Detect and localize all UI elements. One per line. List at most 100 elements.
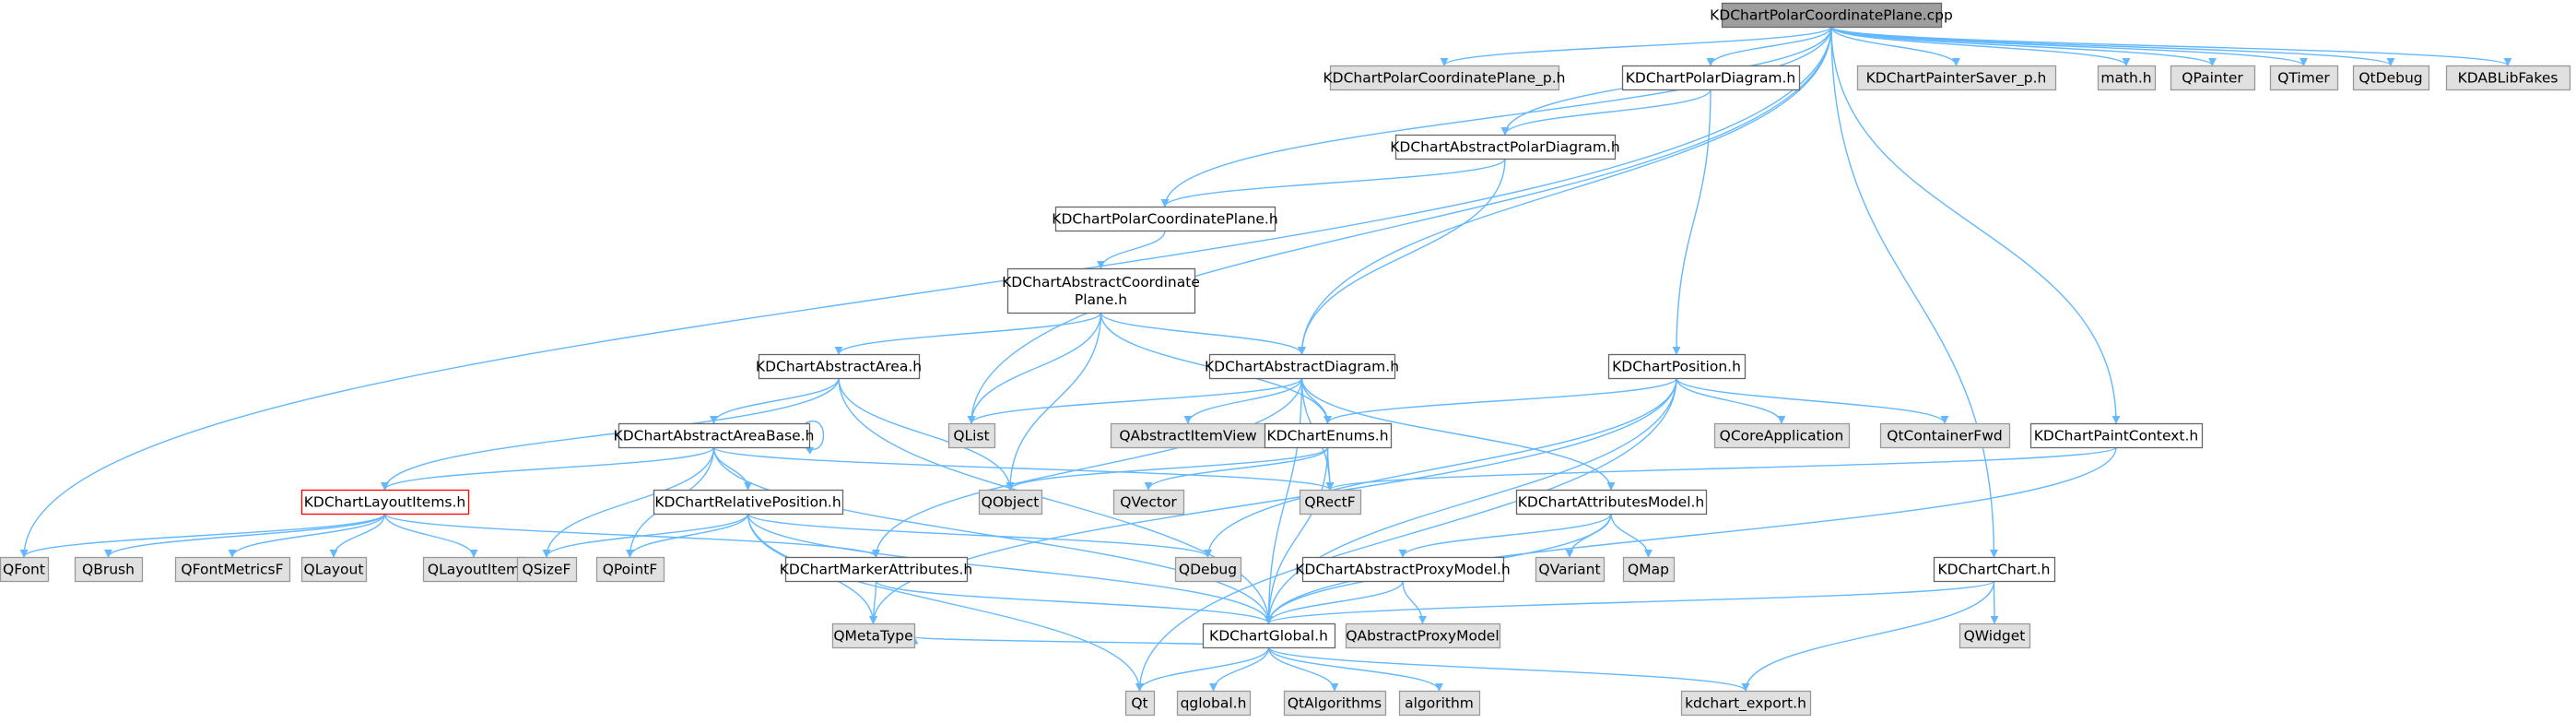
node-label-relpos: KDChartRelativePosition.h <box>654 494 841 511</box>
node-label-qcoreapp: QCoreApplication <box>1720 428 1844 444</box>
node-qvector: QVector <box>1112 489 1185 516</box>
node-label-absarea: KDChartAbstractArea.h <box>756 359 922 375</box>
edge-absarea-to-global <box>838 377 1273 624</box>
node-box-polarplane <box>1054 206 1276 232</box>
edge-global-to-algorithm <box>1267 646 1443 692</box>
edge-layoutitems-to-qfont <box>19 513 386 558</box>
edge-relpos-to-qt <box>747 513 1144 692</box>
edge-areabase-to-areabase <box>805 421 825 455</box>
edge-root-to-chart <box>1830 26 1998 558</box>
node-kdab: KDABLibFakes <box>2445 65 2571 91</box>
node-box-kdab <box>2445 65 2571 91</box>
node-absdiag[interactable]: KDChartAbstractDiagram.h <box>1205 353 1399 380</box>
node-kdexport: kdchart_export.h <box>1680 690 1812 717</box>
node-label-cpp_p: KDChartPolarCoordinatePlane_p.h <box>1323 70 1566 88</box>
node-root[interactable]: KDChartPolarCoordinatePlane.cpp <box>1710 2 1953 29</box>
node-label-qtcontfwd: QtContainerFwd <box>1887 428 2002 444</box>
node-qt: Qt <box>1124 690 1156 717</box>
edge-attrmodel-to-absproxy <box>1398 513 1612 558</box>
edge-polardiag-to-position <box>1672 89 1711 355</box>
node-qtalg: QtAlgorithms <box>1283 690 1387 717</box>
node-box-saver <box>1856 65 2057 91</box>
node-label-qlayoutitem: QLayoutItem <box>428 562 520 578</box>
node-label-qapm: QAbstractProxyModel <box>1346 628 1499 645</box>
edge-root-to-absdiag <box>1298 26 1832 355</box>
node-label-qfont: QFont <box>3 562 45 578</box>
node-label-global: KDChartGlobal.h <box>1209 628 1328 645</box>
node-label-position: KDChartPosition.h <box>1612 359 1741 375</box>
node-markerattr[interactable]: KDChartMarkerAttributes.h <box>780 556 973 583</box>
node-areabase[interactable]: KDChartAbstractAreaBase.h <box>614 422 815 449</box>
node-label-qlayout: QLayout <box>304 562 364 578</box>
edge-absdiag-to-qlist <box>967 377 1303 424</box>
node-abspolar[interactable]: KDChartAbstractPolarDiagram.h <box>1390 134 1620 160</box>
edge-layoutitems-to-qlayoutitem <box>383 513 478 558</box>
node-box-qpointf <box>595 556 665 583</box>
edge-global-to-qt <box>1135 646 1270 692</box>
edge-chart-to-qwidget <box>1990 580 1999 624</box>
edge-layoutitems-to-qfmf <box>228 513 386 558</box>
node-absarea[interactable]: KDChartAbstractArea.h <box>756 353 922 380</box>
edge-layoutitems-to-qlayout <box>329 513 386 558</box>
edge-enums-to-qobject <box>1006 446 1329 491</box>
node-qpointf: QPointF <box>595 556 665 583</box>
node-qobject: QObject <box>978 489 1043 516</box>
edge-absarea-to-qobject <box>838 377 1015 491</box>
node-box-enums <box>1264 422 1393 449</box>
edge-markerattr-to-global <box>875 580 1273 624</box>
node-box-qrectf <box>1299 489 1362 516</box>
node-qwidget: QWidget <box>1958 622 2031 649</box>
node-layoutitems[interactable]: KDChartLayoutItems.h <box>300 489 470 516</box>
edge-enums-to-global <box>1264 446 1329 624</box>
node-qtdebug: QtDebug <box>2352 65 2430 91</box>
node-label-kdexport: kdchart_export.h <box>1685 695 1806 713</box>
edge-root-to-saver <box>1830 26 1960 66</box>
edge-relpos-to-qpointf <box>626 513 749 558</box>
node-box-position <box>1607 353 1747 380</box>
node-label-qsizef: QSizeF <box>523 562 571 578</box>
node-chart[interactable]: KDChartChart.h <box>1933 556 2056 583</box>
node-position[interactable]: KDChartPosition.h <box>1607 353 1747 380</box>
node-polardiag[interactable]: KDChartPolarDiagram.h <box>1621 65 1801 91</box>
node-box-qapm <box>1345 622 1501 649</box>
node-math: math.h <box>2097 65 2157 91</box>
node-label-qmap: QMap <box>1628 562 1669 578</box>
edge-paintctx-to-global <box>1264 446 2117 624</box>
node-box-qmetatype <box>831 622 916 649</box>
node-box-qglobal <box>1176 690 1252 717</box>
node-label-qdebug: QDebug <box>1179 562 1237 578</box>
node-box-qpainter <box>2170 65 2256 91</box>
node-attrmodel[interactable]: KDChartAttributesModel.h <box>1515 489 1708 516</box>
node-box-absproxy <box>1301 556 1505 583</box>
edge-root-to-polarplane <box>1160 26 1832 207</box>
node-qtimer: QTimer <box>2269 65 2339 91</box>
node-qcoreapp: QCoreApplication <box>1713 422 1851 449</box>
node-polarplane[interactable]: KDChartPolarCoordinatePlane.h <box>1052 206 1278 232</box>
node-enums[interactable]: KDChartEnums.h <box>1264 422 1393 449</box>
node-relpos[interactable]: KDChartRelativePosition.h <box>653 489 844 516</box>
node-box-markerattr <box>784 556 969 583</box>
edge-layoutitems-to-qbrush <box>104 513 386 558</box>
node-label-saver: KDChartPainterSaver_p.h <box>1866 70 2047 88</box>
node-qsizef: QSizeF <box>516 556 578 583</box>
node-box-absdiag <box>1208 353 1396 380</box>
node-qlist: QList <box>947 422 996 449</box>
node-box-qtimer <box>2269 65 2339 91</box>
node-label-qmetatype: QMetaType <box>833 628 912 645</box>
node-box-qvariant <box>1535 556 1606 583</box>
node-paintctx[interactable]: KDChartPaintContext.h <box>2029 422 2204 449</box>
node-absproxy[interactable]: KDChartAbstractProxyModel.h <box>1295 556 1511 583</box>
edges-layer <box>19 26 2512 692</box>
node-qapm: QAbstractProxyModel <box>1345 622 1501 649</box>
node-box-relpos <box>653 489 844 516</box>
node-global[interactable]: KDChartGlobal.h <box>1202 622 1336 649</box>
node-box-qfmf <box>174 556 291 583</box>
node-label-qaiv: QAbstractItemView <box>1119 428 1257 444</box>
node-label-qtimer: QTimer <box>2277 70 2330 87</box>
node-box-math <box>2097 65 2157 91</box>
node-label-enums: KDChartEnums.h <box>1266 428 1388 444</box>
edge-paintctx-to-qrectf <box>1325 446 2117 491</box>
node-box-chart <box>1933 556 2056 583</box>
